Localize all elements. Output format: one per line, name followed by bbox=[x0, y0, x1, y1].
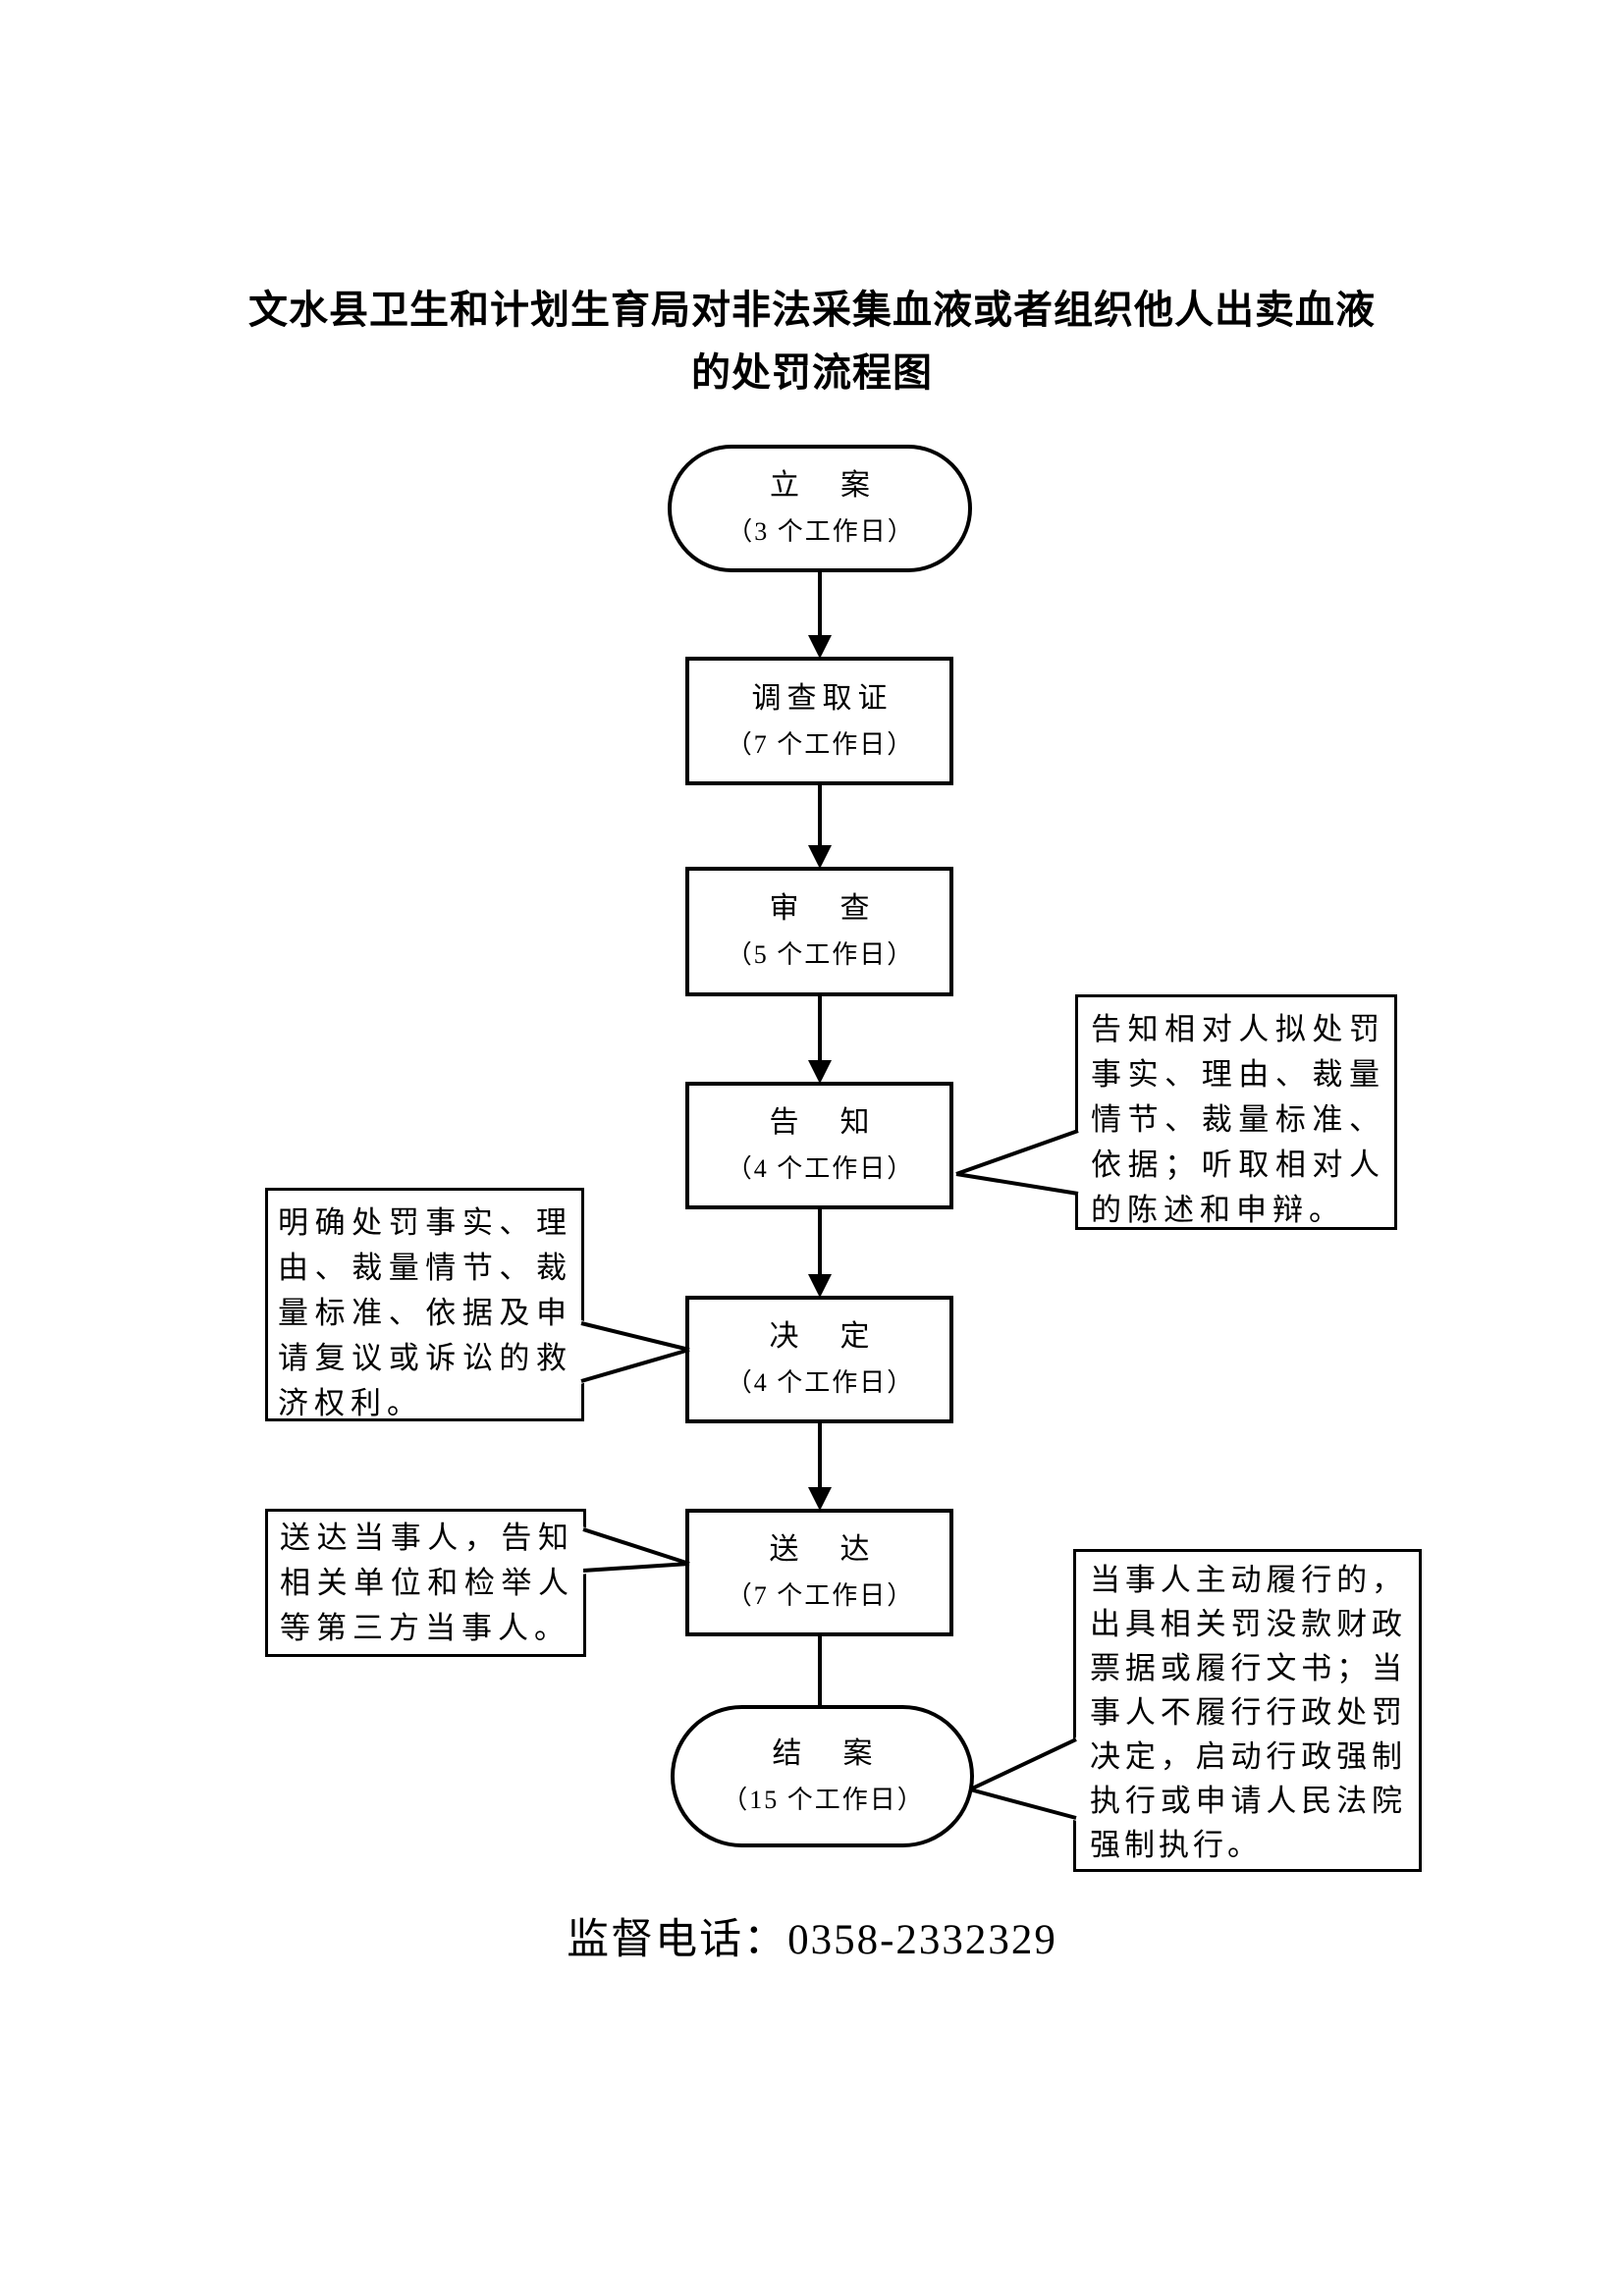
callout-tail-songda bbox=[579, 1525, 690, 1575]
title-line-1: 文水县卫生和计划生育局对非法采集血液或者组织他人出卖血液 bbox=[248, 289, 1376, 332]
flow-node-jueding: 决 定 （4 个工作日） bbox=[685, 1296, 953, 1423]
node-duration: （7 个工作日） bbox=[726, 729, 915, 759]
node-label: 告 知 bbox=[769, 1106, 876, 1139]
callout-text: 明确处罚事实、理由、裁量情节、裁量标准、依据及申请复议或诉讼的救济权利。 bbox=[278, 1205, 572, 1420]
node-label: 结 案 bbox=[772, 1736, 879, 1770]
callout-jueding-note: 明确处罚事实、理由、裁量情节、裁量标准、依据及申请复议或诉讼的救济权利。 bbox=[265, 1188, 584, 1421]
flow-node-end-jiean: 结 案 （15 个工作日） bbox=[671, 1705, 974, 1847]
node-label: 调查取证 bbox=[751, 681, 893, 715]
callout-jiean-note: 当事人主动履行的，出具相关罚没款财政票据或履行文书；当事人不履行行政处罚决定，启… bbox=[1073, 1549, 1422, 1872]
flow-node-songda: 送 达 （7 个工作日） bbox=[685, 1509, 953, 1636]
page-title: 文水县卫生和计划生育局对非法采集血液或者组织他人出卖血液 的处罚流程图 bbox=[0, 279, 1624, 404]
callout-tail-gaozhi bbox=[955, 1129, 1082, 1196]
callout-text: 当事人主动履行的，出具相关罚没款财政票据或履行文书；当事人不履行行政处罚决定，启… bbox=[1090, 1563, 1406, 1862]
connector-lian-to-diaocha bbox=[808, 570, 832, 659]
node-label: 审 查 bbox=[769, 892, 876, 925]
node-label: 送 达 bbox=[769, 1533, 876, 1566]
connector-gaozhi-to-jueding bbox=[808, 1207, 832, 1298]
flow-node-diaocha-quzheng: 调查取证 （7 个工作日） bbox=[685, 657, 953, 785]
node-duration: （5 个工作日） bbox=[726, 940, 915, 969]
node-duration: （15 个工作日） bbox=[722, 1785, 925, 1814]
flow-node-start-lian: 立 案 （3 个工作日） bbox=[668, 445, 972, 572]
callout-tail-jueding bbox=[577, 1319, 690, 1385]
flow-node-gaozhi: 告 知 （4 个工作日） bbox=[685, 1082, 953, 1209]
connector-diaocha-to-shencha bbox=[808, 783, 832, 869]
connector-shencha-to-gaozhi bbox=[808, 994, 832, 1084]
callout-songda-note: 送达当事人，告知相关单位和检举人等第三方当事人。 bbox=[265, 1509, 586, 1657]
node-duration: （4 个工作日） bbox=[726, 1154, 915, 1183]
flow-node-shencha: 审 查 （5 个工作日） bbox=[685, 867, 953, 996]
node-duration: （4 个工作日） bbox=[726, 1368, 915, 1397]
node-duration: （7 个工作日） bbox=[726, 1581, 915, 1610]
callout-tail-jiean bbox=[969, 1735, 1080, 1822]
callout-gaozhi-note: 告知相对人拟处罚事实、理由、裁量情节、裁量标准、依据；听取相对人的陈述和申辩。 bbox=[1075, 994, 1397, 1230]
connector-jueding-to-songda bbox=[808, 1421, 832, 1511]
callout-text: 送达当事人，告知相关单位和检举人等第三方当事人。 bbox=[280, 1521, 574, 1645]
callout-text: 告知相对人拟处罚事实、理由、裁量情节、裁量标准、依据；听取相对人的陈述和申辩。 bbox=[1091, 1012, 1385, 1227]
node-duration: （3 个工作日） bbox=[727, 517, 915, 546]
node-label: 决 定 bbox=[769, 1320, 876, 1353]
node-label: 立 案 bbox=[770, 469, 876, 502]
supervision-phone: 监督电话：0358-2332329 bbox=[567, 1917, 1057, 1963]
title-line-2: 的处罚流程图 bbox=[691, 351, 933, 395]
